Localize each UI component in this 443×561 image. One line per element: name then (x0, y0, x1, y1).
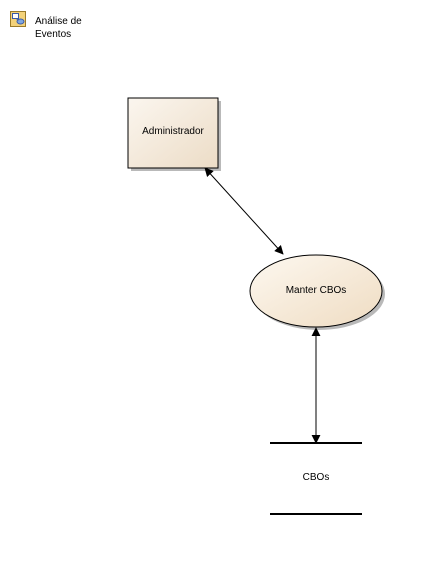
flow-administrador-manter-cbos[interactable] (204, 167, 284, 255)
process-ellipse (249, 254, 383, 328)
process-label: Manter CBOs (285, 285, 347, 296)
external-entity-administrador[interactable] (127, 97, 221, 171)
entity-label: Administrador (142, 126, 204, 137)
analysis-diagram-icon (10, 11, 26, 27)
entity-box (127, 97, 219, 169)
data-store-label: CBOs (302, 472, 330, 483)
diagram-title: Análise de Eventos (35, 16, 82, 40)
process-manter-cbos[interactable] (249, 254, 385, 330)
